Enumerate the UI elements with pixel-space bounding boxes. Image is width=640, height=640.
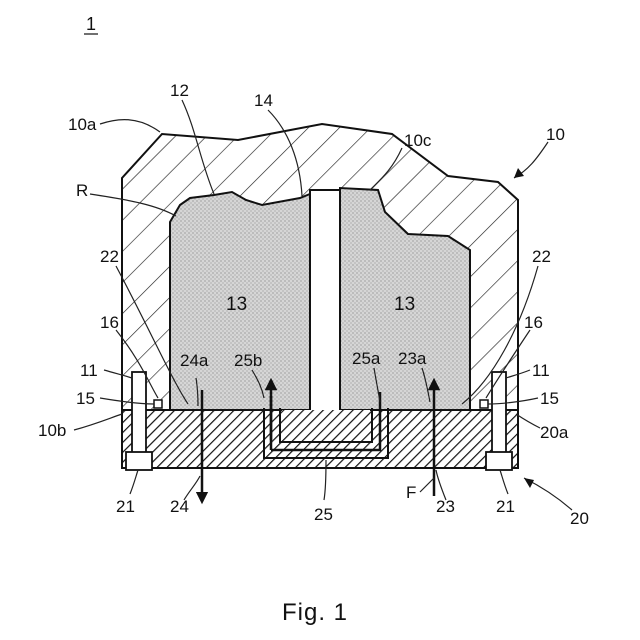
label-connecting-opening-a: 25a [352,349,381,368]
label-connecting-opening-b: 25b [234,351,262,370]
resin-label-left: 13 [226,294,247,315]
leader-21-left [130,470,138,494]
label-seal-left: 15 [76,389,95,408]
pin-left [132,372,146,456]
leader-20-arrowhead [524,478,534,488]
label-edge-R: R [76,181,88,200]
label-seal-groove-left: 16 [100,313,119,332]
bolt-head-left [126,452,152,470]
leader-10b [74,414,122,430]
label-cavity: 12 [170,81,189,100]
label-seal-groove-right: 16 [524,313,543,332]
connecting-channel-core [282,410,370,440]
label-housing: 10 [546,125,565,144]
leader-20a [516,414,540,428]
label-housing-bottom-surface: 10b [38,421,66,440]
seal-right [480,400,488,408]
label-gap-left: 22 [100,247,119,266]
label-outlet-opening: 24a [180,351,209,370]
label-connecting-channel: 25 [314,505,333,524]
figure-number: 1 [86,14,96,34]
label-pin-right: 11 [532,361,550,380]
label-seal-right: 15 [540,389,559,408]
label-bolt-left: 21 [116,497,135,516]
seal-left [154,400,162,408]
leader-23 [436,470,446,500]
label-flow: F [406,483,416,502]
label-cavity-surface: 10c [404,131,432,150]
label-base-plate: 20 [570,509,589,528]
leader-F [420,478,434,492]
label-bolt-right: 21 [496,497,515,516]
label-gap-right: 22 [532,247,551,266]
leader-10a [100,120,160,132]
leader-21-right [500,470,508,494]
label-partition: 14 [254,91,273,110]
label-inlet-channel: 23 [436,497,455,516]
label-base-plate-surface: 20a [540,423,569,442]
label-outlet-channel: 24 [170,497,189,516]
label-housing-top-surface: 10a [68,115,97,134]
label-inlet-opening: 23a [398,349,427,368]
resin-label-right: 13 [394,294,415,315]
partition-slot [310,190,340,412]
figure-caption: Fig. 1 [282,599,348,626]
label-pin-left: 11 [80,361,98,380]
bolt-head-right [486,452,512,470]
